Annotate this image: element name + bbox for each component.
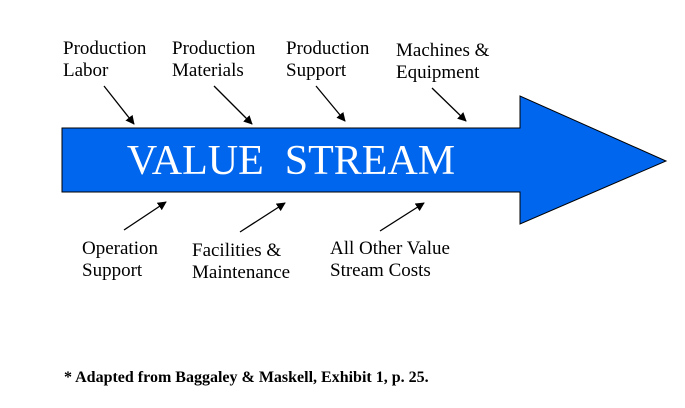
input-label-production-materials: Production Materials	[172, 38, 255, 82]
connector-arrow-other-costs	[379, 202, 425, 232]
input-label-operation-support: Operation Support	[82, 238, 158, 282]
connector-arrow-machines-equipment	[431, 87, 467, 122]
connector-arrow-operation-support	[123, 201, 167, 231]
label-line: All Other Value	[330, 238, 450, 259]
label-line: Maintenance	[192, 262, 291, 283]
connector-arrow-production-support	[315, 85, 346, 122]
label-line: Equipment	[396, 62, 480, 83]
source-footnote: * Adapted from Baggaley & Maskell, Exhib…	[64, 369, 429, 386]
connector-arrow-production-labor	[103, 85, 135, 125]
label-line: Machines &	[396, 40, 490, 61]
label-line: Production	[63, 38, 147, 59]
value-stream-arrow	[61, 95, 668, 225]
value-stream-title: VALUE STREAM	[126, 138, 456, 184]
label-line: Support	[82, 260, 143, 281]
input-label-machines-equipment: Machines & Equipment	[396, 40, 489, 84]
input-label-production-support: Production Support	[286, 38, 369, 82]
label-line: Materials	[172, 60, 244, 81]
input-label-facilities-maintenance: Facilities & Maintenance	[192, 240, 290, 284]
label-line: Facilities &	[192, 240, 282, 261]
label-line: Production	[286, 38, 370, 59]
label-line: Operation	[82, 238, 158, 259]
input-label-production-labor: Production Labor	[63, 38, 146, 82]
label-line: Support	[286, 60, 347, 81]
label-line: Production	[172, 38, 256, 59]
label-line: Labor	[63, 60, 109, 81]
input-label-other-value-stream-costs: All Other Value Stream Costs	[330, 238, 450, 282]
label-line: Stream Costs	[330, 260, 431, 281]
connector-arrow-production-materials	[213, 85, 253, 125]
connector-arrow-facilities-maintenance	[239, 202, 286, 233]
